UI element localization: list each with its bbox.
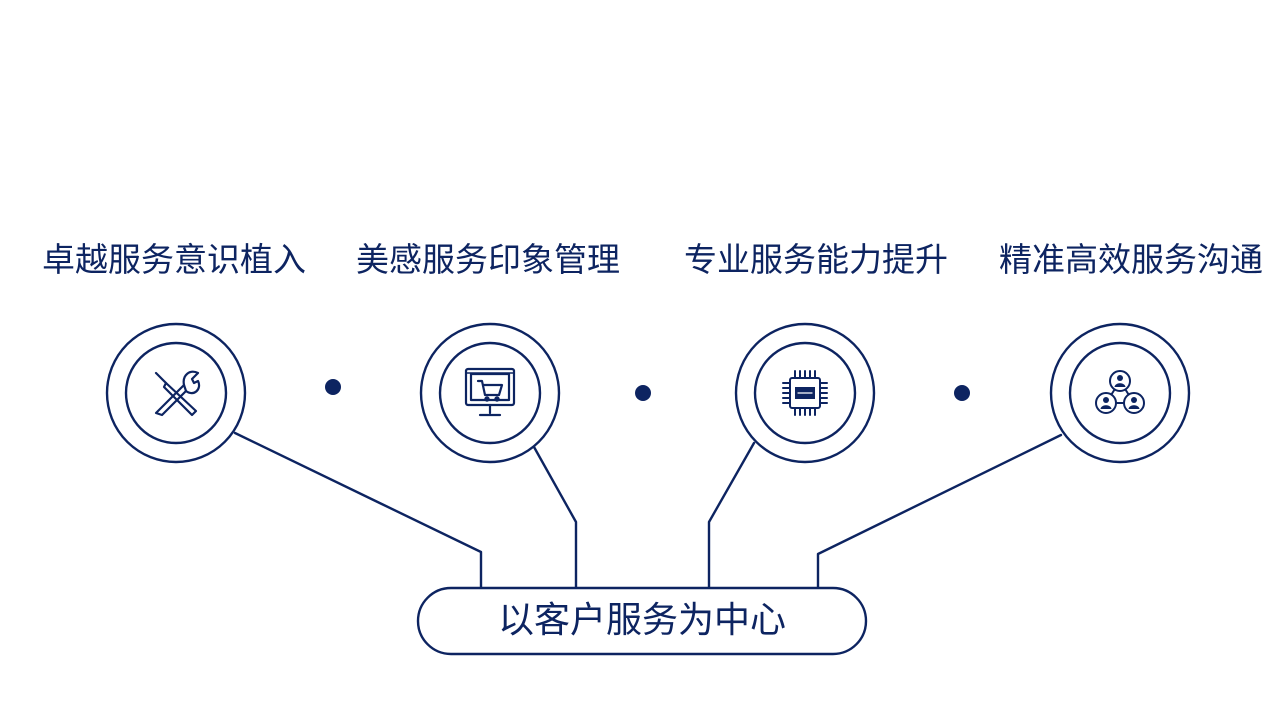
shopping-cart-monitor-icon [464,367,516,417]
node-ring-1 [105,322,247,464]
connector-line-4 [816,433,1063,589]
connector-line-1 [233,431,483,589]
people-network-icon [1095,370,1145,414]
connector-line-2 [532,445,578,589]
separator-dot-2 [635,385,651,401]
node-label-2: 美感服务印象管理 [356,240,620,279]
center-label: 以客户服务为中心 [497,600,786,641]
node-label-4: 精准高效服务沟通 [999,240,1263,279]
cpu-chip-icon [782,370,828,416]
node-ring-3 [734,322,876,464]
node-label-3: 专业服务能力提升 [684,240,948,279]
separator-dot-1 [325,379,341,395]
separator-dot-3 [954,385,970,401]
connector-line-3 [707,441,756,589]
node-ring-2 [419,322,561,464]
wrench-screwdriver-icon [154,370,201,417]
node-label-1: 卓越服务意识植入 [42,240,306,279]
node-ring-4 [1049,322,1191,464]
center-pill [416,586,868,656]
